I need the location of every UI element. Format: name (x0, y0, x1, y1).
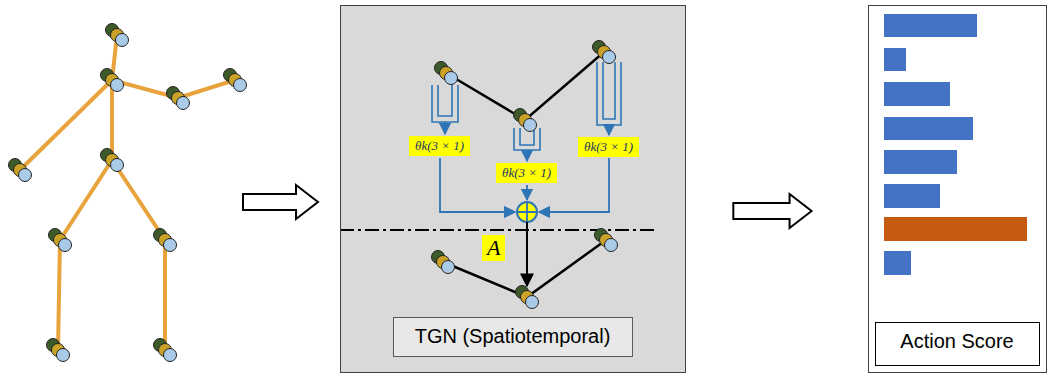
joint (432, 251, 455, 274)
joint (516, 286, 539, 309)
score-bar (884, 184, 940, 208)
skeleton-figure (20, 35, 235, 350)
weight-label: θk(3 × 1) (409, 136, 470, 156)
caption-box: TGN (Spatiotemporal) (393, 317, 633, 357)
joint (593, 41, 616, 64)
joint (9, 159, 32, 182)
graph-joints (432, 229, 618, 309)
filter-symbol (597, 62, 621, 125)
joint (154, 339, 177, 362)
output-arrow (526, 222, 528, 286)
joint (154, 229, 177, 252)
filter-symbol (432, 85, 458, 122)
joint (101, 149, 124, 172)
joint (167, 87, 190, 110)
caption-box: Action Score (875, 322, 1040, 366)
separator-line (340, 229, 655, 231)
joint (435, 62, 458, 85)
joint (49, 229, 72, 252)
sum-symbol (517, 202, 537, 222)
score-bar (884, 251, 911, 275)
weight-label: θk(3 × 1) (496, 163, 557, 183)
score-bar (884, 150, 957, 174)
block-arrow (243, 185, 318, 219)
flow-arrow (526, 150, 528, 161)
panel-box: Action Score (868, 5, 1047, 373)
panel-box: TGN (Spatiotemporal) (340, 5, 686, 373)
score-bar (884, 14, 977, 37)
joint (106, 24, 129, 47)
flow-arrow (526, 185, 528, 200)
score-bar (884, 217, 1027, 241)
joint (47, 339, 70, 362)
score-bar (884, 48, 906, 71)
flow-arrow (608, 125, 610, 135)
flow-arrow (444, 122, 446, 134)
bone (110, 80, 114, 160)
matrix-label: A (482, 235, 505, 261)
joint (595, 229, 618, 252)
graph-joints (435, 41, 616, 132)
panel-ground (340, 5, 686, 373)
skeleton-joints (9, 24, 247, 362)
joint (101, 69, 124, 92)
block-arrow (733, 194, 811, 228)
score-bars (884, 14, 1027, 275)
bone (112, 160, 165, 350)
panel-ground (868, 5, 1047, 373)
joint (224, 69, 247, 92)
bone (58, 160, 112, 350)
bone (20, 80, 112, 170)
graph-edge (446, 52, 604, 120)
score-bar (884, 82, 950, 106)
score-bar (884, 117, 973, 140)
joint (514, 109, 537, 132)
weight-label: θk(3 × 1) (578, 137, 639, 157)
